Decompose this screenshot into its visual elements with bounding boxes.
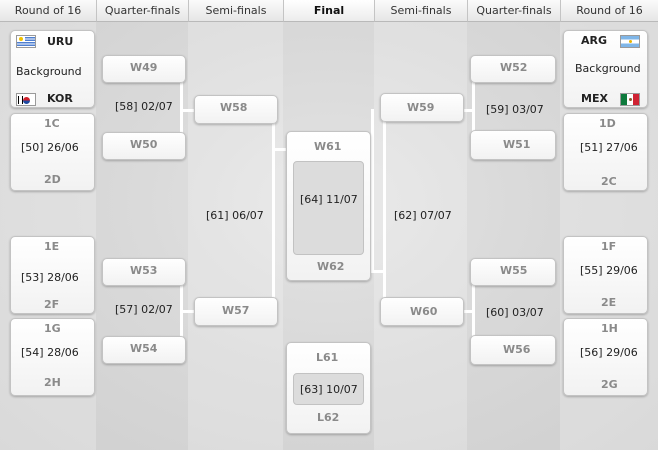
slot-label: 1G: [44, 322, 61, 335]
slot-card-qf[interactable]: W50: [102, 132, 186, 160]
connector-line: [371, 109, 374, 273]
match-info: [60] 03/07: [486, 306, 544, 319]
connector-line: [180, 69, 183, 133]
connector-line: [383, 109, 386, 313]
connector-line: [272, 148, 288, 151]
match-info: [63] 10/07: [300, 383, 358, 396]
slot-label: 2F: [44, 298, 60, 311]
slot-label: W51: [503, 138, 531, 151]
placeholder-text: Background: [16, 65, 82, 78]
header-quarter-finals-right: Quarter-finals: [467, 0, 560, 22]
slot-card-qf[interactable]: W49: [102, 55, 186, 83]
match-info: [51] 27/06: [580, 141, 638, 154]
slot-label: W62: [317, 260, 345, 273]
connector-line: [180, 109, 196, 112]
column-stripe: [188, 0, 283, 450]
match-card-r16[interactable]: 1G [54] 28/06 2H: [10, 318, 95, 396]
slot-label: W55: [500, 264, 528, 277]
third-place-match-box: [63] 10/07: [293, 373, 364, 405]
match-info: [54] 28/06: [21, 346, 79, 359]
column-stripe: [374, 0, 467, 450]
slot-label: L62: [317, 411, 340, 424]
header-final: Final: [283, 0, 374, 22]
team-name: MEX: [581, 92, 608, 105]
final-match-box: [64] 11/07: [293, 161, 364, 255]
match-info: [55] 29/06: [580, 264, 638, 277]
match-card-r16[interactable]: 1E [53] 28/06 2F: [10, 236, 95, 314]
match-info: [56] 29/06: [580, 346, 638, 359]
header-semi-finals-left: Semi-finals: [188, 0, 283, 22]
slot-card-qf[interactable]: W52: [470, 55, 556, 83]
match-card-r16[interactable]: 1H [56] 29/06 2G: [563, 318, 648, 396]
header-semi-finals-right: Semi-finals: [374, 0, 467, 22]
match-card-r16[interactable]: 1D [51] 27/06 2C: [563, 113, 648, 191]
korea-flag-icon: [16, 93, 36, 106]
final-card[interactable]: W61 [64] 11/07 W62: [286, 131, 371, 281]
slot-label: 1D: [599, 117, 616, 130]
placeholder-text: Background: [575, 62, 641, 75]
slot-label: 2H: [44, 376, 61, 389]
slot-card-qf[interactable]: W55: [470, 258, 556, 286]
match-info: [50] 26/06: [21, 141, 79, 154]
argentina-flag-icon: [620, 35, 640, 48]
slot-label: W49: [130, 61, 158, 74]
slot-label: W54: [130, 342, 158, 355]
header-round-of-16-right: Round of 16: [560, 0, 658, 22]
third-place-card[interactable]: L61 [63] 10/07 L62: [286, 342, 371, 434]
match-info: [59] 03/07: [486, 103, 544, 116]
slot-label: W56: [503, 343, 531, 356]
slot-label: 2C: [601, 175, 617, 188]
slot-label: W58: [220, 101, 248, 114]
slot-label: W61: [314, 140, 342, 153]
slot-label: 1F: [601, 240, 617, 253]
slot-label: W50: [130, 138, 158, 151]
header-round-of-16-left: Round of 16: [0, 0, 96, 22]
slot-card-sf[interactable]: W58: [194, 95, 278, 124]
team-name: ARG: [581, 34, 608, 47]
match-info: [64] 11/07: [300, 193, 358, 206]
connector-line: [369, 270, 383, 273]
slot-card-qf[interactable]: W53: [102, 258, 186, 286]
match-info: [62] 07/07: [394, 209, 452, 222]
header-quarter-finals-left: Quarter-finals: [96, 0, 188, 22]
slot-card-sf[interactable]: W59: [380, 93, 464, 122]
match-card-r16[interactable]: 1C [50] 26/06 2D: [10, 113, 95, 191]
slot-label: 2D: [44, 173, 61, 186]
slot-label: 1C: [44, 117, 60, 130]
slot-label: 2E: [601, 296, 617, 309]
team-name: URU: [47, 35, 74, 48]
match-card-r16[interactable]: ARG Background MEX: [563, 30, 648, 108]
slot-card-qf[interactable]: W54: [102, 336, 186, 364]
slot-label: 1E: [44, 240, 60, 253]
slot-card-sf[interactable]: W57: [194, 297, 278, 326]
slot-label: W57: [222, 304, 250, 317]
match-info: [57] 02/07: [115, 303, 173, 316]
slot-label: W59: [407, 101, 435, 114]
slot-label: L61: [316, 351, 339, 364]
mexico-flag-icon: [620, 93, 640, 106]
match-card-r16[interactable]: 1F [55] 29/06 2E: [563, 236, 648, 314]
match-info: [53] 28/06: [21, 271, 79, 284]
match-info: [58] 02/07: [115, 100, 173, 113]
connector-line: [272, 109, 275, 313]
connector-line: [459, 310, 475, 313]
slot-label: W53: [130, 264, 158, 277]
connector-line: [180, 310, 196, 313]
connector-line: [459, 109, 475, 112]
slot-label: W60: [410, 305, 438, 318]
team-name: KOR: [47, 92, 73, 105]
slot-card-sf[interactable]: W60: [380, 297, 464, 326]
match-info: [61] 06/07: [206, 209, 264, 222]
slot-label: 1H: [601, 322, 618, 335]
slot-label: W52: [500, 61, 528, 74]
uruguay-flag-icon: [16, 35, 36, 48]
slot-card-qf[interactable]: W51: [470, 130, 556, 160]
slot-label: 2G: [601, 378, 618, 391]
slot-card-qf[interactable]: W56: [470, 335, 556, 365]
match-card-r16[interactable]: URU Background KOR: [10, 30, 95, 108]
